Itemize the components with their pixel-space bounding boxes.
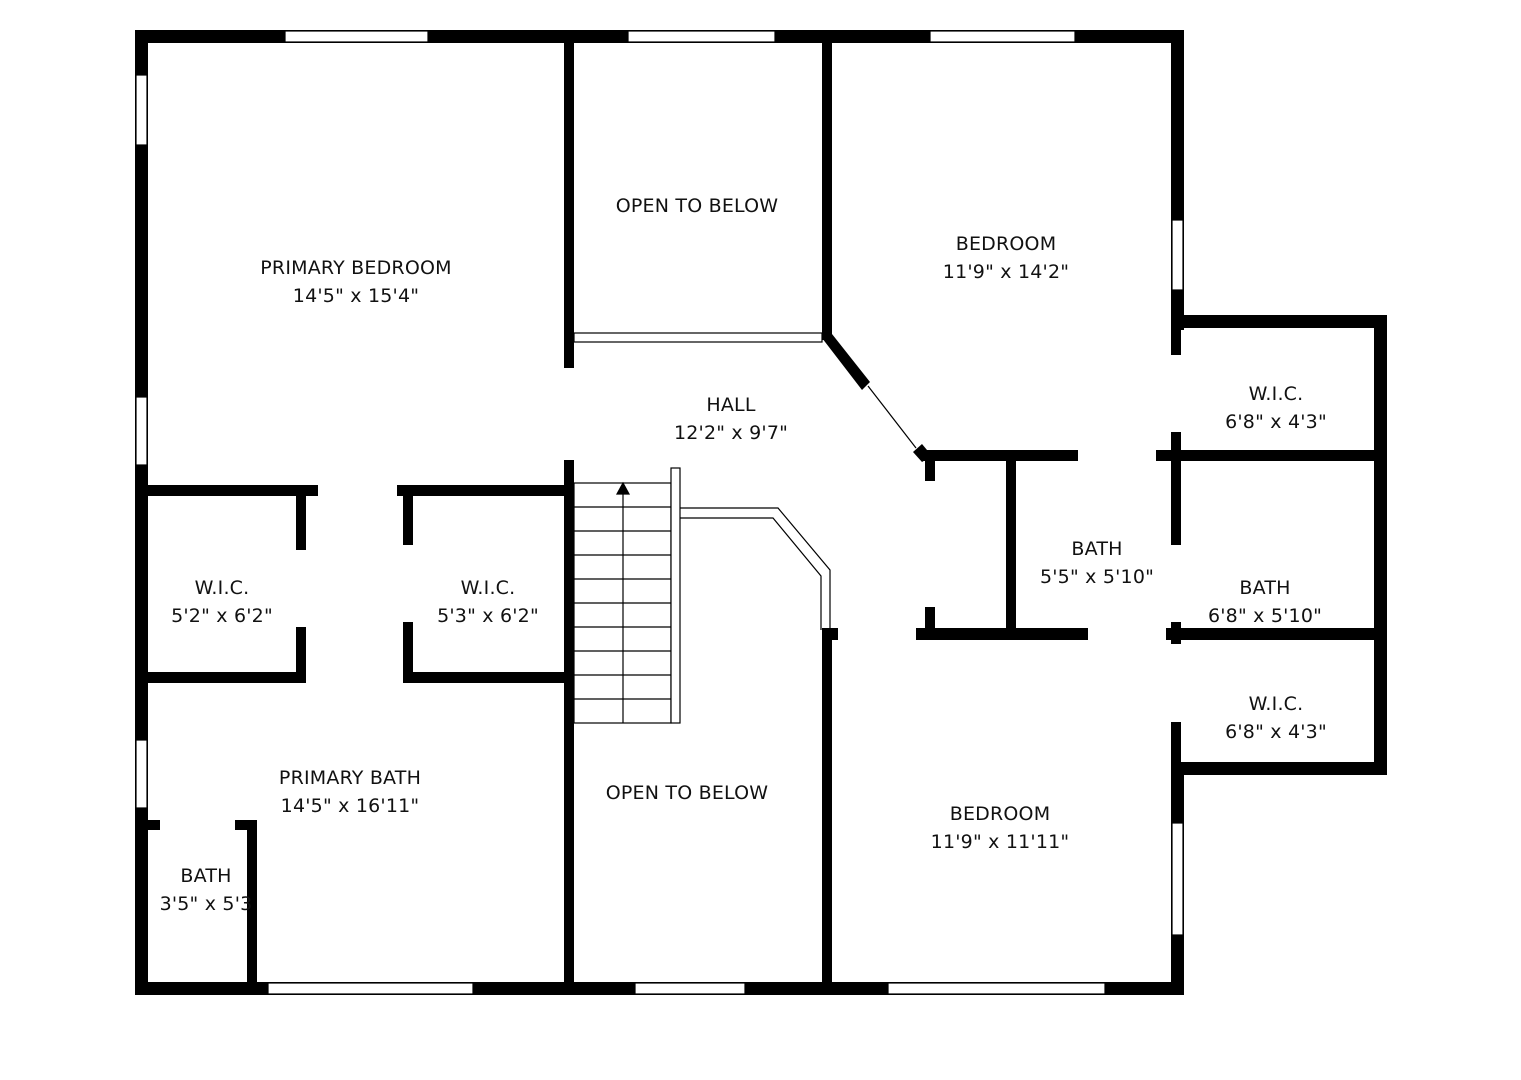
wall (1006, 455, 1016, 635)
wall (1171, 315, 1181, 355)
staircase (573, 467, 831, 724)
room-hall: HALL 12'2" x 9'7" (674, 391, 788, 447)
room-size: 5'5" x 5'10" (1039, 566, 1155, 588)
wall (296, 627, 306, 683)
windows (135, 30, 1184, 995)
wall (1156, 450, 1376, 461)
stair-railing (670, 467, 681, 724)
room-bedroom: BEDROOM 11'9" x 14'2" (943, 230, 1069, 286)
wall (403, 672, 564, 683)
room-size: 3'5" x 5'3 (159, 893, 253, 915)
window (267, 982, 474, 995)
window (929, 30, 1076, 43)
wall (922, 450, 1078, 461)
railing (573, 332, 823, 343)
handrail (680, 517, 822, 630)
room-size: 6'8" x 4'3" (1225, 721, 1327, 743)
room-wic: W.I.C. 6'8" x 4'3" (1225, 690, 1327, 746)
wall (822, 628, 832, 985)
wall-annex-bottom (1171, 762, 1387, 775)
room-size: 6'8" x 4'3" (1225, 411, 1327, 433)
wall (925, 607, 935, 640)
handrail (680, 507, 831, 630)
room-name: BEDROOM (949, 803, 1051, 825)
room-size: 14'5" x 15'4" (292, 285, 420, 307)
wall (235, 820, 257, 830)
room-name: W.I.C. (460, 577, 516, 599)
wall-diagonal (822, 334, 870, 390)
window (634, 982, 746, 995)
wall (1166, 628, 1376, 640)
window (135, 396, 148, 466)
room-bath: BATH 3'5" x 5'3 (160, 862, 253, 918)
window (284, 30, 429, 43)
glass-diagonal (867, 385, 917, 449)
room-primary-bedroom: PRIMARY BEDROOM 14'5" x 15'4" (260, 254, 451, 310)
room-name: HALL (706, 394, 756, 416)
room-name: W.I.C. (1248, 383, 1304, 405)
room-size: 11'9" x 14'2" (942, 261, 1070, 283)
wall-left (135, 30, 148, 995)
room-wic: W.I.C. 5'3" x 6'2" (437, 574, 539, 630)
room-name: BATH (1071, 538, 1123, 560)
window (887, 982, 1106, 995)
wall (1171, 432, 1181, 545)
wall (822, 42, 832, 340)
room-name: OPEN TO BELOW (605, 782, 769, 804)
wall (296, 485, 306, 550)
room-name: PRIMARY BATH (278, 767, 422, 789)
room-primary-bath: PRIMARY BATH 14'5" x 16'11" (279, 764, 421, 820)
room-size: 14'5" x 16'11" (280, 795, 420, 817)
room-size: 5'2" x 6'2" (171, 605, 273, 627)
room-name: BEDROOM (955, 233, 1057, 255)
wall (147, 672, 306, 683)
window (1171, 219, 1184, 291)
wall (564, 42, 574, 368)
room-wic: W.I.C. 5'2" x 6'2" (171, 574, 273, 630)
room-wic: W.I.C. 6'8" x 4'3" (1225, 380, 1327, 436)
room-name: BATH (1239, 577, 1291, 599)
wall (147, 485, 318, 496)
room-size: 11'9" x 11'11" (930, 831, 1070, 853)
wall (247, 820, 257, 985)
wall (397, 485, 564, 496)
window (1171, 822, 1184, 936)
room-bath: BATH 6'8" x 5'10" (1208, 574, 1322, 630)
wall (1171, 722, 1181, 772)
room-name: W.I.C. (1248, 693, 1304, 715)
room-bath: BATH 5'5" x 5'10" (1040, 535, 1154, 591)
room-size: 6'8" x 5'10" (1207, 605, 1323, 627)
window (135, 739, 148, 809)
wall (1171, 622, 1181, 644)
room-open-to-below: OPEN TO BELOW (606, 779, 769, 807)
wall (822, 628, 838, 640)
wall (403, 485, 413, 545)
room-name: PRIMARY BEDROOM (260, 257, 452, 279)
wall-annex-right (1374, 315, 1387, 775)
room-name: OPEN TO BELOW (615, 195, 779, 217)
room-open-to-below: OPEN TO BELOW (616, 192, 779, 220)
wall (147, 820, 160, 830)
room-name: W.I.C. (194, 577, 250, 599)
room-name: BATH (180, 865, 232, 887)
room-size: 12'2" x 9'7" (673, 422, 789, 444)
stair-up-arrow-icon (615, 481, 631, 495)
window (135, 74, 148, 146)
wall (916, 628, 1088, 640)
wall (925, 450, 935, 481)
room-bedroom: BEDROOM 11'9" x 11'11" (931, 800, 1070, 856)
wall (564, 460, 574, 985)
room-size: 5'3" x 6'2" (437, 605, 539, 627)
window (627, 30, 776, 43)
wall (403, 622, 413, 683)
walls (135, 30, 1387, 995)
wall-annex-top (1171, 315, 1387, 328)
